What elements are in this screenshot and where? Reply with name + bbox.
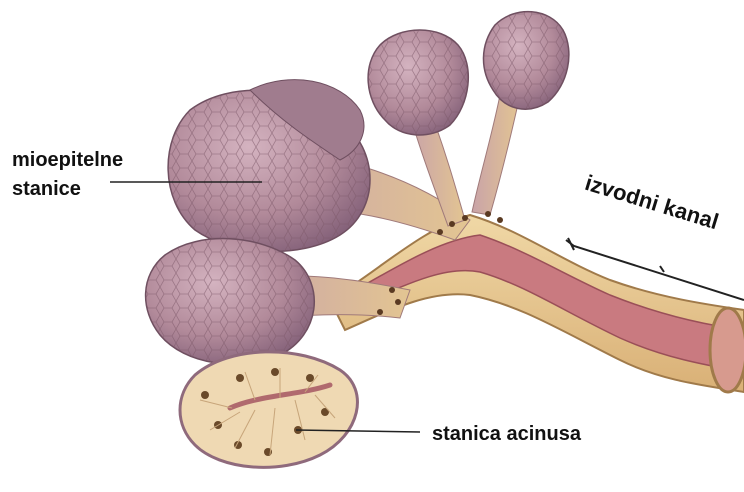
acinar-cell-label: stanica acinusa xyxy=(432,420,581,449)
duct-cross-section xyxy=(710,308,744,392)
duct-bracket-tick xyxy=(568,238,574,250)
myoepithelial-label: mioepitelne stanice xyxy=(12,146,123,204)
myoepithelial-label-line1: mioepitelne xyxy=(12,146,123,175)
myoepithelial-label-line2: stanice xyxy=(12,175,123,204)
acinus-cross-section xyxy=(180,352,357,468)
